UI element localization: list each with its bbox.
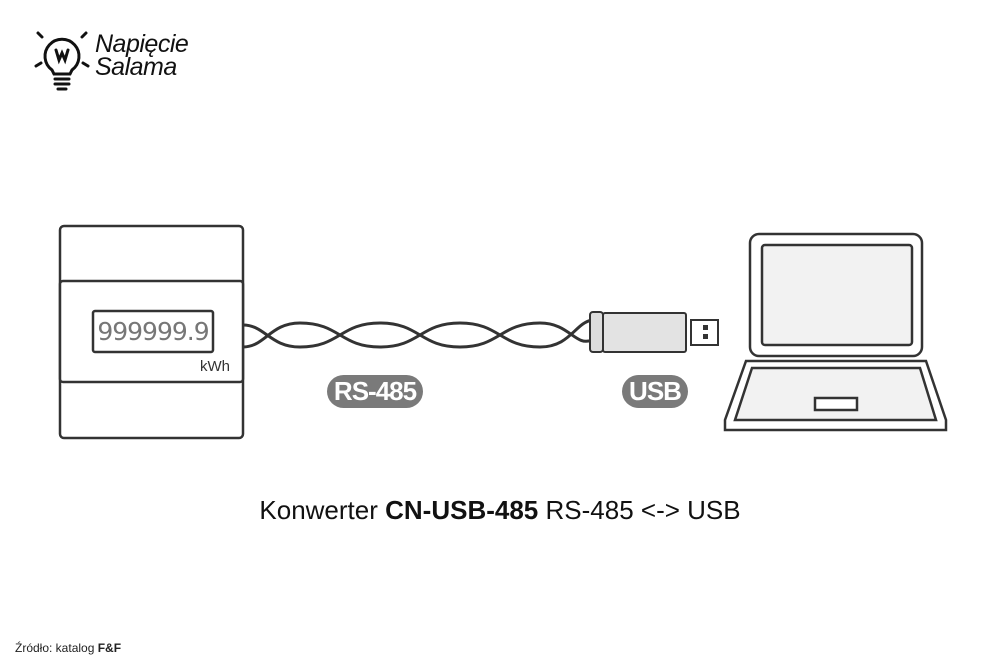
usb-label: USB: [622, 375, 688, 408]
logo-text: Napięcie Salama: [95, 30, 189, 81]
source-prefix: Źródło: katalog: [15, 641, 98, 655]
caption-prefix: Konwerter: [259, 495, 386, 525]
source-note: Źródło: katalog F&F: [15, 641, 121, 655]
caption: Konwerter CN-USB-485 RS-485 <-> USB: [0, 495, 1000, 526]
usb-converter: [589, 311, 719, 353]
caption-model: CN-USB-485: [385, 495, 539, 525]
meter-display-value: 999999.9: [97, 317, 209, 346]
source-brand: F&F: [97, 641, 122, 655]
caption-suffix: RS-485 <-> USB: [538, 495, 741, 525]
usb-plug: [690, 319, 719, 346]
laptop-touchpad: [813, 396, 859, 412]
meter-display-frame: [91, 309, 215, 354]
logo-bulb-icon: [34, 31, 90, 91]
laptop-icon: [723, 232, 948, 432]
twisted-cable: [242, 318, 593, 349]
energy-meter: [58, 224, 245, 440]
meter-unit: kWh: [200, 358, 230, 375]
logo-line1: Napięcie: [95, 30, 189, 58]
rs485-label: RS-485: [327, 375, 423, 408]
logo-line2: Salama: [95, 53, 177, 81]
